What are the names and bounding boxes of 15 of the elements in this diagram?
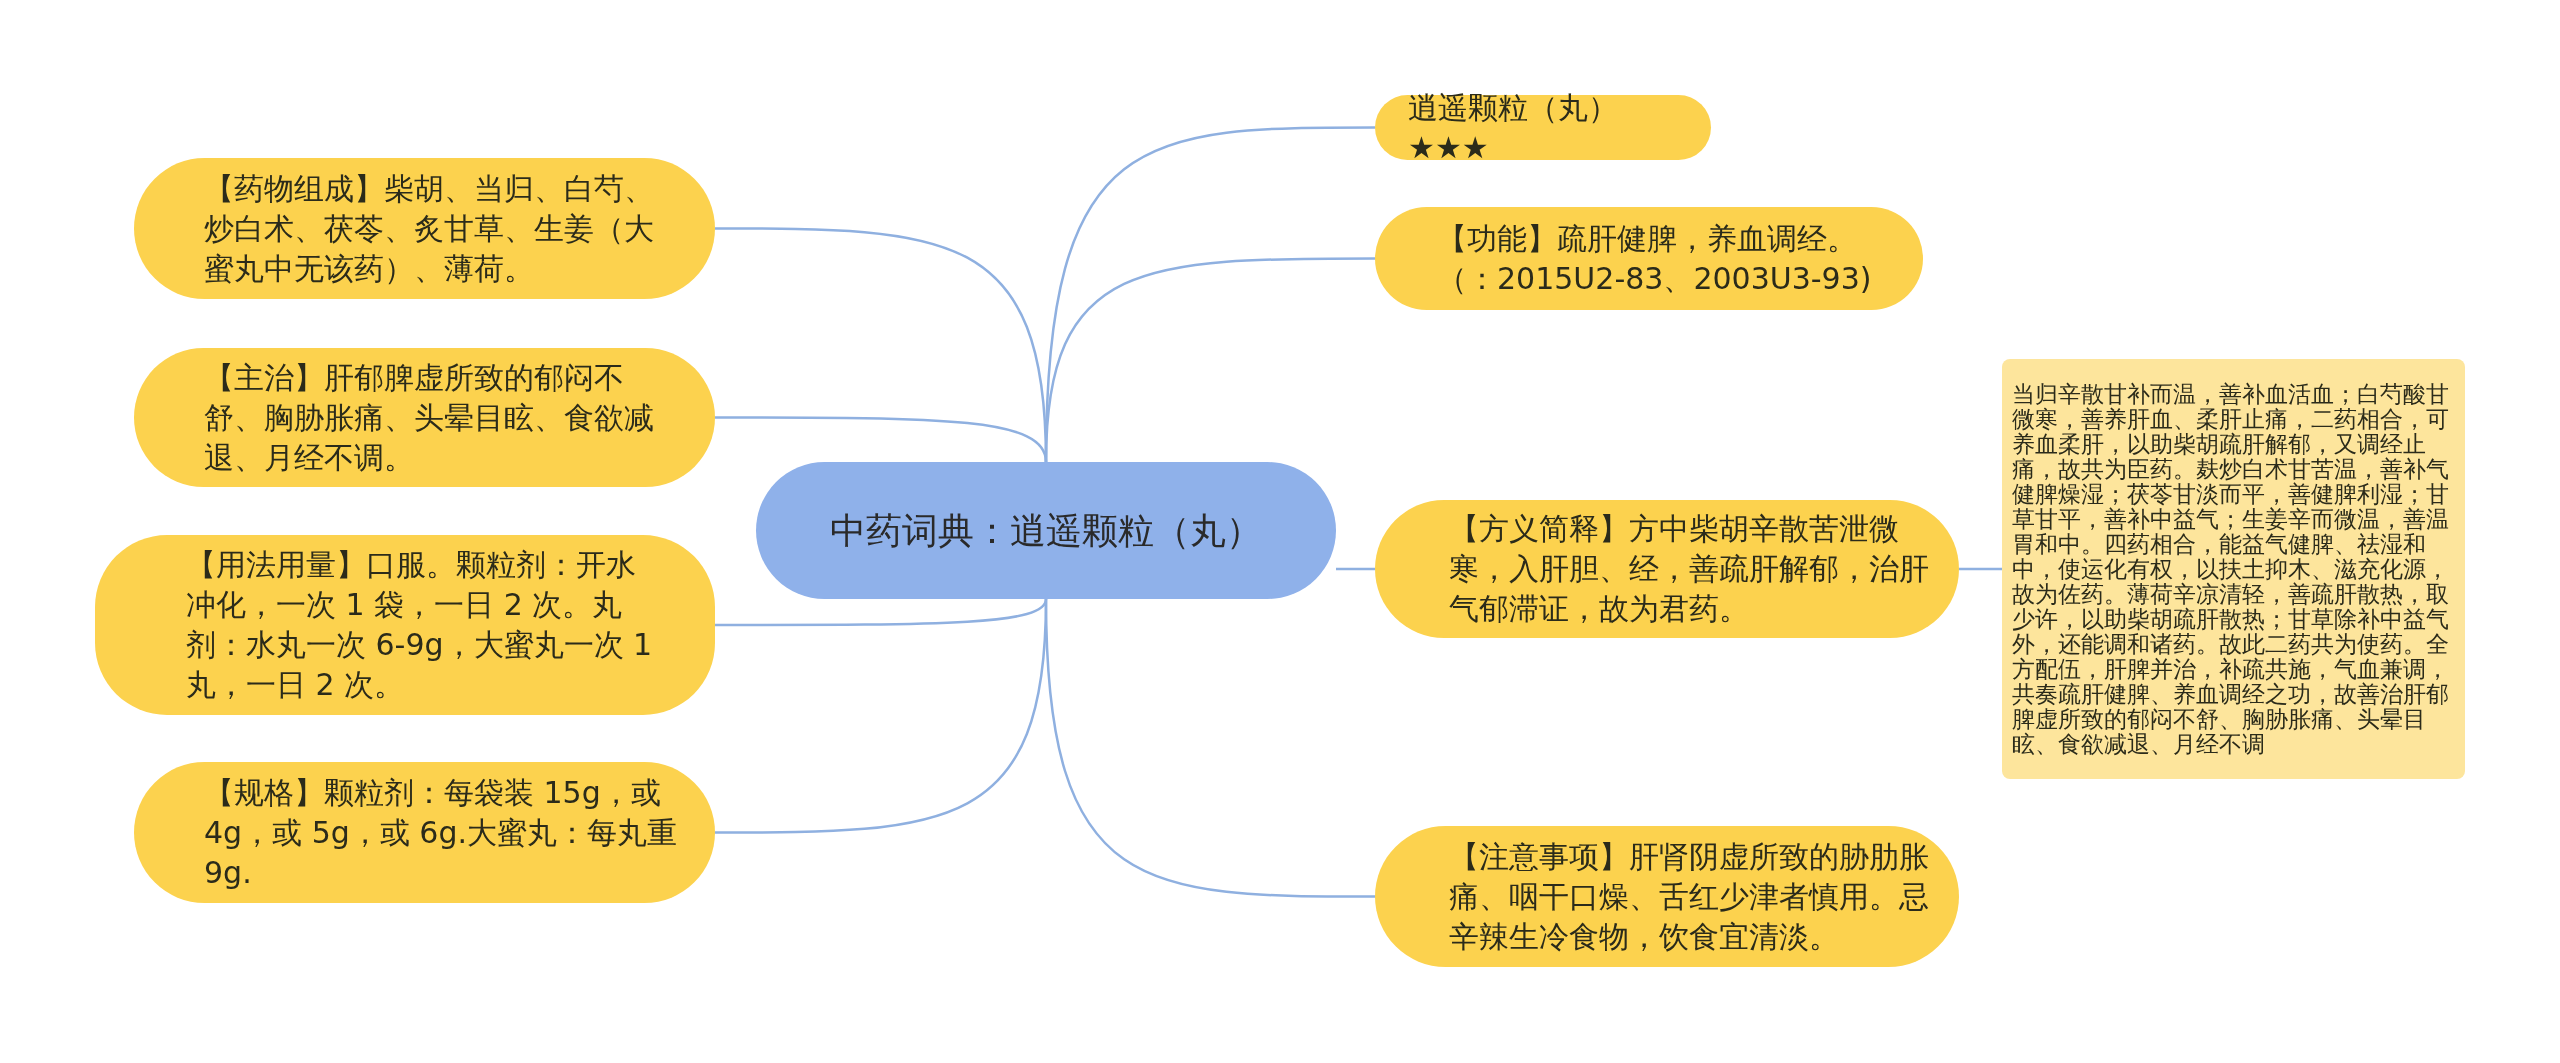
topic-box: 【注意事项】肝肾阴虚所致的胁肋胀痛、咽干口燥、舌红少津者慎用。忌辛辣生冷食物，饮食宜清淡。 <box>1375 826 1959 967</box>
branch-line <box>1044 598 1375 898</box>
branch-line <box>1959 567 2002 571</box>
branch-line <box>1044 257 1375 463</box>
topic-box: 【功能】疏肝健脾，养血调经。（：2015U2-83、2003U3-93) <box>1375 207 1923 310</box>
topic-box: 【主治】肝郁脾虚所致的郁闷不舒、胸胁胀痛、头晕目眩、食欲减退、月经不调。 <box>134 348 715 487</box>
topic-box: 【方义简释】方中柴胡辛散苦泄微寒，入肝胆、经，善疏肝解郁，治肝气郁滞证，故为君药。 <box>1375 500 1959 638</box>
note-box: 当归辛散甘补而温，善补血活血；白芍酸甘微寒，善养肝血、柔肝止痛，二药相合，可养血柔肝，以助柴胡疏肝解郁，又调经止痛，故共为臣药。麸炒白术甘苦温，善补气健脾燥湿；茯苓甘淡而平，善健脾利湿；甘草甘平，善补中益气；生姜辛而微温，善温胃和中。四药相合，能益气健脾、祛湿和中，使运化有权，以扶土抑木、滋充化源，故为佐药。薄荷辛凉清轻，善疏肝散热，取少许，以助柴胡疏肝散热；甘草除补中益气外，还能调和诸药。故此二药共为使药。全方配伍，肝脾并治，补疏共施，气血兼调，共奏疏肝健脾、养血调经之功，故善治肝郁脾虚所致的郁闷不舒、胸胁胀痛、头晕目眩、食欲减退、月经不调 <box>2002 359 2465 779</box>
branch-line <box>1336 567 1375 571</box>
topic-box: 【规格】颗粒剂：每袋装 15g，或 4g，或 5g，或 6g.大蜜丸：每丸重 9g. <box>134 762 715 903</box>
topic-box: 逍遥颗粒（丸）★★★ <box>1375 95 1711 160</box>
topic-box: 【用法用量】口服。颗粒剂：开水冲化，一次 1 袋，一日 2 次。丸剂：水丸一次 6-9g，大蜜丸一次 1 丸，一日 2 次。 <box>95 535 715 715</box>
topic-box: 【药物组成】柴胡、当归、白芍、炒白术、茯苓、炙甘草、生姜（大蜜丸中无该药）、薄荷。 <box>134 158 715 299</box>
central-topic: 中药词典：逍遥颗粒（丸） <box>756 462 1336 599</box>
branch-line <box>715 598 1048 627</box>
